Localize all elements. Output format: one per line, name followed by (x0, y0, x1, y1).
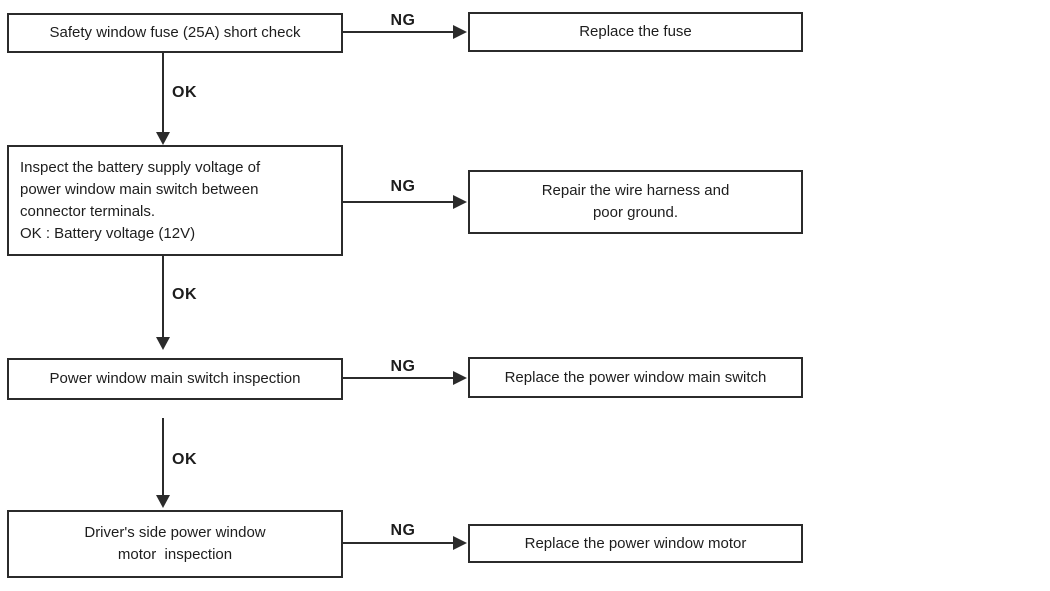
step-text: Inspect the battery supply voltage of po… (20, 158, 261, 242)
ok-label: OK (172, 451, 197, 468)
arrow-down-icon (156, 337, 170, 350)
ng-connector-line (343, 542, 454, 544)
remedy-text: Replace the power window motor (524, 534, 747, 552)
remedy-box-repair-harness: Repair the wire harness and poor ground. (468, 170, 803, 234)
step-text: Power window main switch inspection (49, 370, 301, 387)
ng-label: NG (390, 358, 416, 375)
arrow-down-icon (156, 132, 170, 145)
step-box-main-switch-inspection: Power window main switch inspection (7, 358, 343, 400)
remedy-box-replace-main-switch: Replace the power window main switch (468, 357, 803, 398)
ok-label: OK (172, 286, 197, 303)
remedy-text: Replace the fuse (579, 23, 692, 40)
arrow-right-icon (453, 195, 467, 209)
ok-connector-line (162, 418, 164, 496)
remedy-text: Replace the power window main switch (504, 368, 767, 386)
ng-label: NG (390, 12, 416, 29)
ng-connector-line (343, 31, 454, 33)
ng-label: NG (390, 178, 416, 195)
step-box-motor-inspection: Driver's side power window motor inspect… (7, 510, 343, 578)
step-box-battery-voltage-inspect: Inspect the battery supply voltage of po… (7, 145, 343, 256)
step-box-fuse-short-check: Safety window fuse (25A) short check (7, 13, 343, 53)
arrow-right-icon (453, 536, 467, 550)
remedy-box-replace-motor: Replace the power window motor (468, 524, 803, 563)
ng-connector-line (343, 201, 454, 203)
arrow-right-icon (453, 371, 467, 385)
arrow-right-icon (453, 25, 467, 39)
step-text: Safety window fuse (25A) short check (49, 24, 301, 41)
ng-label: NG (390, 522, 416, 539)
step-text: Driver's side power window motor inspect… (84, 524, 266, 563)
ok-connector-line (162, 52, 164, 132)
ng-connector-line (343, 377, 454, 379)
ok-connector-line (162, 256, 164, 338)
ok-label: OK (172, 84, 197, 101)
remedy-text: Repair the wire harness and poor ground. (541, 182, 730, 221)
arrow-down-icon (156, 495, 170, 508)
remedy-box-replace-fuse: Replace the fuse (468, 12, 803, 52)
